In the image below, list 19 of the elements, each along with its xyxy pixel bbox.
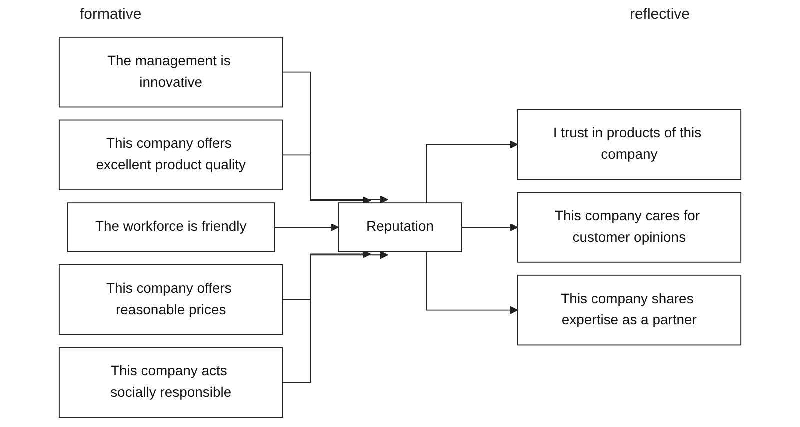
arrow: [426, 140, 518, 204]
arrow: [282, 250, 371, 300]
node-box: Reputation: [338, 202, 462, 252]
arrow: [282, 251, 388, 384]
column-heading: reflective: [630, 6, 690, 23]
node-box: The management is innovative: [58, 36, 283, 108]
node-box: This company cares for customer opinions: [517, 192, 742, 263]
node-box: I trust in products of this company: [517, 109, 742, 180]
node-box: This company acts socially responsible: [58, 347, 283, 418]
arrow: [426, 251, 518, 314]
node-box: This company offers excellent product quality: [58, 120, 283, 191]
node-box: This company offers reasonable prices: [58, 264, 283, 336]
arrow: [282, 72, 388, 204]
arrow: [461, 223, 518, 232]
node-box: This company shares expertise as a partner: [517, 274, 742, 346]
arrow: [274, 223, 339, 232]
column-heading: formative: [80, 6, 142, 23]
arrow: [282, 154, 371, 205]
node-box: The workforce is friendly: [66, 202, 275, 252]
